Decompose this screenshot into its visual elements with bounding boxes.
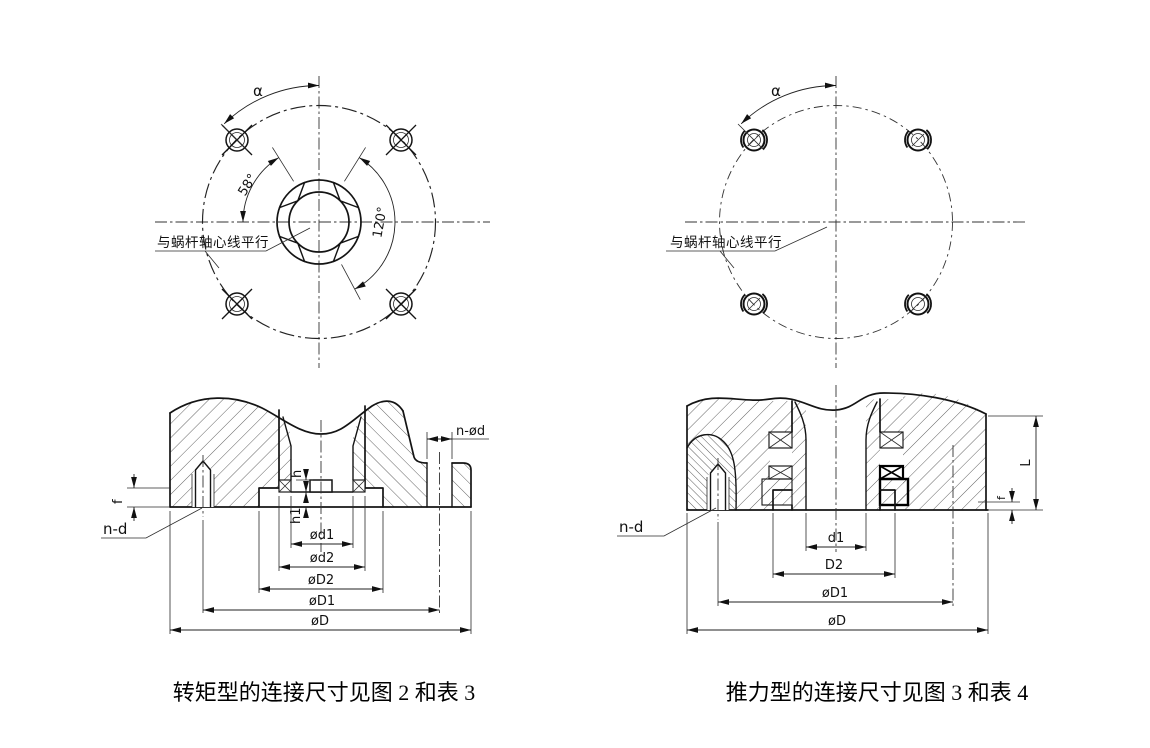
rim-hatch: [452, 463, 471, 507]
threaded-hole: [740, 128, 768, 152]
oD-label: øD: [311, 614, 329, 629]
L-label: L: [1019, 459, 1034, 467]
h1-label: h1: [289, 507, 304, 524]
right-figure-caption: 推力型的连接尺寸见图 3 和表 4: [726, 680, 1029, 705]
bolt-hole: [385, 124, 417, 156]
left-section-view: n-ød f h h1 ød1 ød2: [101, 397, 489, 634]
housing-right-hatch: [353, 401, 427, 507]
shaft-bore-wall-right: [865, 401, 878, 511]
bolt-circle: [201, 104, 437, 340]
h-label: h: [290, 470, 305, 478]
od1-label: ød1: [310, 528, 334, 543]
oD2-label: øD2: [308, 573, 334, 588]
arc-120-label: 120°: [370, 206, 390, 239]
n-d-label: n-d: [103, 520, 127, 538]
bearing-left: [761, 431, 793, 506]
arc-58-label: 58°: [236, 171, 261, 198]
bore-outer-walls: [278, 405, 366, 489]
oD1-label: øD1: [822, 586, 848, 601]
parallel-note: 与蜗杆轴心线平行: [670, 235, 782, 250]
od2-label: ød2: [310, 551, 334, 566]
seal-ring: [278, 479, 366, 493]
break-line: [169, 397, 404, 435]
angle-dim-58: 58°: [236, 147, 294, 223]
shaft-bore-wall-left: [794, 401, 807, 511]
n-od-label: n-ød: [456, 424, 485, 439]
threaded-hole: [740, 292, 768, 316]
bolt-hole: [221, 288, 253, 320]
tapped-hole: [191, 455, 215, 517]
spigot-recess: [258, 487, 384, 508]
dim-oD2: øD2: [258, 511, 384, 593]
alpha-label: α: [253, 82, 263, 100]
parallel-note-leader: 与蜗杆轴心线平行: [155, 227, 311, 269]
right-section-view: L f d1 D2 øD1 øD n-d: [617, 385, 1043, 634]
angle-dim-120: 120°: [341, 147, 396, 300]
dim-oD: øD: [169, 511, 472, 634]
alpha-label: α: [771, 82, 781, 100]
left-top-view: 58° 120° α 与蜗杆轴心线平行: [155, 76, 490, 368]
dim-n-d: n-d: [617, 507, 717, 537]
bearing-right: [878, 431, 910, 507]
tapped-hole: [706, 458, 730, 520]
dim-d1: d1: [805, 513, 867, 551]
dim-od1: ød1: [290, 496, 354, 548]
left-figure-caption: 转矩型的连接尺寸见图 2 和表 3: [173, 680, 476, 705]
threaded-hole: [904, 292, 932, 316]
dim-oD1: øD1: [717, 522, 953, 606]
bore-column-right: [866, 399, 880, 510]
D2-label: D2: [825, 558, 843, 573]
n-d-label: n-d: [619, 518, 643, 536]
parallel-note: 与蜗杆轴心线平行: [157, 235, 269, 250]
dim-n-od: n-ød: [426, 424, 489, 459]
rim-outline: [451, 462, 472, 508]
dim-h1: h1: [289, 481, 309, 524]
d1-label: d1: [828, 531, 845, 546]
dim-oD1: øD1: [202, 520, 440, 613]
dim-h: h: [290, 469, 313, 503]
f-label: f: [995, 495, 1008, 500]
alpha-dim: α: [220, 82, 320, 151]
right-top-view: α 与蜗杆轴心线平行: [666, 76, 1028, 368]
spigot-recess: [772, 489, 896, 511]
dim-L: L: [988, 415, 1043, 511]
bolt-clearance-hole: [426, 462, 453, 508]
bore-inner-walls: [282, 416, 362, 481]
dim-f: f: [111, 474, 171, 521]
f-label: f: [111, 499, 126, 504]
body-right-edge: [402, 410, 428, 464]
alpha-dim: α: [737, 82, 837, 151]
oD1-label: øD1: [309, 594, 335, 609]
hatch-strip: [770, 401, 793, 432]
bore-column-left: [792, 401, 806, 510]
housing-right-hatch: [895, 393, 986, 510]
oD-label: øD: [828, 614, 846, 629]
dim-f-right: f: [978, 488, 1020, 524]
hatch-strip: [880, 399, 903, 432]
dim-D2: D2: [772, 513, 896, 578]
dim-n-d: n-d: [101, 507, 203, 539]
bolt-circle: [719, 105, 953, 339]
threaded-hole: [904, 128, 932, 152]
bolt-hole: [385, 288, 417, 320]
shaft-seal: [878, 477, 910, 507]
bore-outer-walls: [791, 398, 881, 511]
dim-oD: øD: [686, 513, 989, 634]
parallel-note-leader: 与蜗杆轴心线平行: [666, 226, 828, 269]
dim-od2: ød2: [278, 496, 366, 571]
